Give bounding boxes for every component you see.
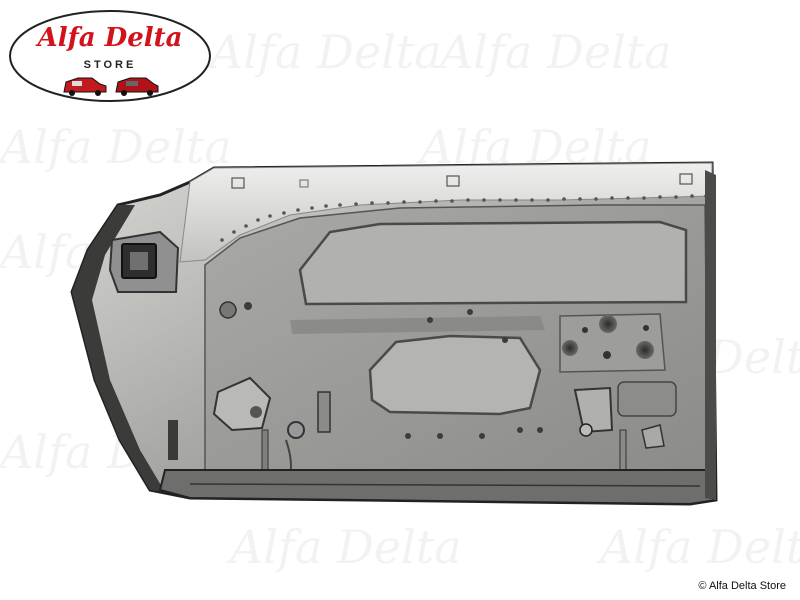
mount-holes <box>562 315 654 359</box>
door-top-rail <box>179 162 713 263</box>
door-latch <box>573 381 677 491</box>
car-icon <box>63 77 107 96</box>
panel-holes <box>219 301 543 439</box>
door-rear-edge <box>705 170 716 500</box>
alfa-delta-store-logo: Alfa Delta STORE <box>9 10 211 102</box>
logo-script: Alfa Delta <box>35 23 183 53</box>
car-icon <box>115 77 159 96</box>
window-regulator <box>212 376 331 491</box>
lower-slot <box>168 420 178 460</box>
copyright-notice: © Alfa Delta Store <box>698 580 786 592</box>
upper-recess <box>298 220 688 306</box>
door-front-edge <box>72 205 165 492</box>
logo-oval <box>9 10 211 102</box>
door-sill <box>158 469 718 506</box>
middle-recess <box>368 334 542 416</box>
logo-store-label: STORE <box>84 59 137 71</box>
